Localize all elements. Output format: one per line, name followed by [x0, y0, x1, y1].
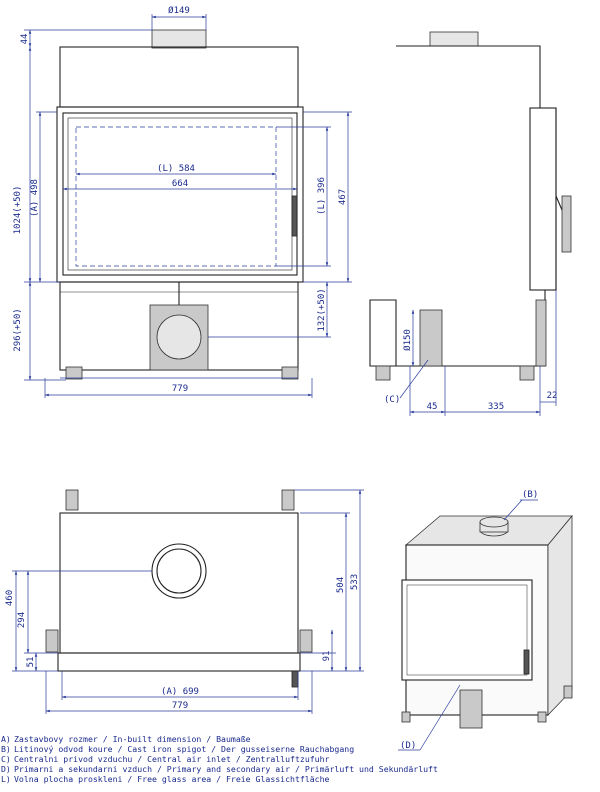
top-bracket-rb	[299, 629, 313, 653]
side-door	[529, 107, 557, 291]
label-d: (D)	[400, 741, 416, 751]
top-front-strip	[57, 652, 301, 672]
side-leg-right	[519, 365, 535, 381]
dim-467: 467	[338, 189, 348, 205]
legend-key: C)	[1, 754, 11, 764]
top-bracket-lb	[45, 629, 59, 653]
dim-91: 91	[322, 651, 332, 662]
top-view: 460 294 51 504 533 91 (A) 699 779	[5, 489, 364, 714]
side-leg-left	[375, 365, 391, 381]
top-bracket-lt	[65, 489, 79, 511]
leg-left	[65, 366, 83, 380]
dim-22: 22	[547, 391, 558, 401]
dim-150: Ø150	[402, 329, 413, 351]
door-frame	[56, 106, 304, 283]
legend: A) Zastavbovy rozmer / In-built dimensio…	[1, 734, 438, 784]
side-view: Ø150 (C) 45 335 22	[369, 31, 572, 416]
dim-533: 533	[350, 574, 360, 590]
iso-inlet	[459, 689, 483, 729]
legend-text: Volna plocha proskleni / Free glass area…	[14, 774, 330, 784]
leg-right	[281, 366, 299, 380]
side-flue	[429, 31, 479, 47]
door-glass	[62, 112, 298, 276]
dim-flue-diameter: Ø149	[168, 5, 190, 16]
side-inlet	[419, 309, 443, 367]
dim-779-front: 779	[172, 384, 188, 394]
free-glass-area	[75, 126, 277, 267]
dim-664: 664	[172, 179, 188, 189]
legend-key: A)	[1, 734, 11, 744]
dim-45: 45	[427, 402, 438, 412]
legend-text: Litinový odvod koure / Cast iron spigot …	[14, 744, 354, 754]
iso-door	[401, 579, 533, 681]
legend-text: Zastavbovy rozmer / In-built dimension /…	[14, 734, 251, 744]
legend-text: Primarni a sekundarni vzduch / Primary a…	[14, 764, 438, 774]
top-flue-inner	[156, 548, 202, 594]
dim-498: (A) 498	[30, 179, 40, 217]
dim-460: 460	[5, 590, 15, 606]
isometric-view: (B) (D)	[398, 490, 573, 751]
legend-key: D)	[1, 764, 11, 774]
stove-top-body	[59, 46, 299, 108]
side-handle	[561, 195, 572, 253]
top-bracket-rt	[281, 489, 295, 511]
label-c: (C)	[384, 395, 400, 405]
dim-1024: 1024(+50)	[13, 186, 23, 235]
dim-296: 296(+50)	[13, 308, 23, 351]
dim-51: 51	[26, 657, 36, 668]
dim-504: 504	[336, 577, 346, 593]
top-body	[59, 512, 299, 654]
legend-text: Centralni privod vzduchu / Central air i…	[14, 754, 330, 764]
dim-699: (A) 699	[161, 687, 199, 697]
dim-294: 294	[17, 612, 27, 628]
air-inlet-circle	[156, 314, 202, 360]
top-flue-outer	[151, 543, 207, 599]
dim-132: 132(+50)	[317, 288, 327, 331]
iso-side	[547, 514, 573, 716]
dim-779-top: 779	[172, 701, 188, 711]
label-b: (B)	[522, 490, 538, 500]
dim-44: 44	[20, 34, 30, 45]
dim-584: (L) 584	[157, 164, 195, 174]
legend-key: B)	[1, 744, 11, 754]
flue-collar	[151, 29, 207, 49]
front-view: Ø149 44 1024(+50) (A) 498 296(+50) (L) 5…	[13, 5, 352, 398]
dim-335: 335	[488, 402, 504, 412]
door-handle	[291, 195, 298, 237]
side-body	[369, 45, 557, 367]
legend-key: L)	[1, 774, 11, 784]
dim-396: (L) 396	[317, 177, 327, 215]
